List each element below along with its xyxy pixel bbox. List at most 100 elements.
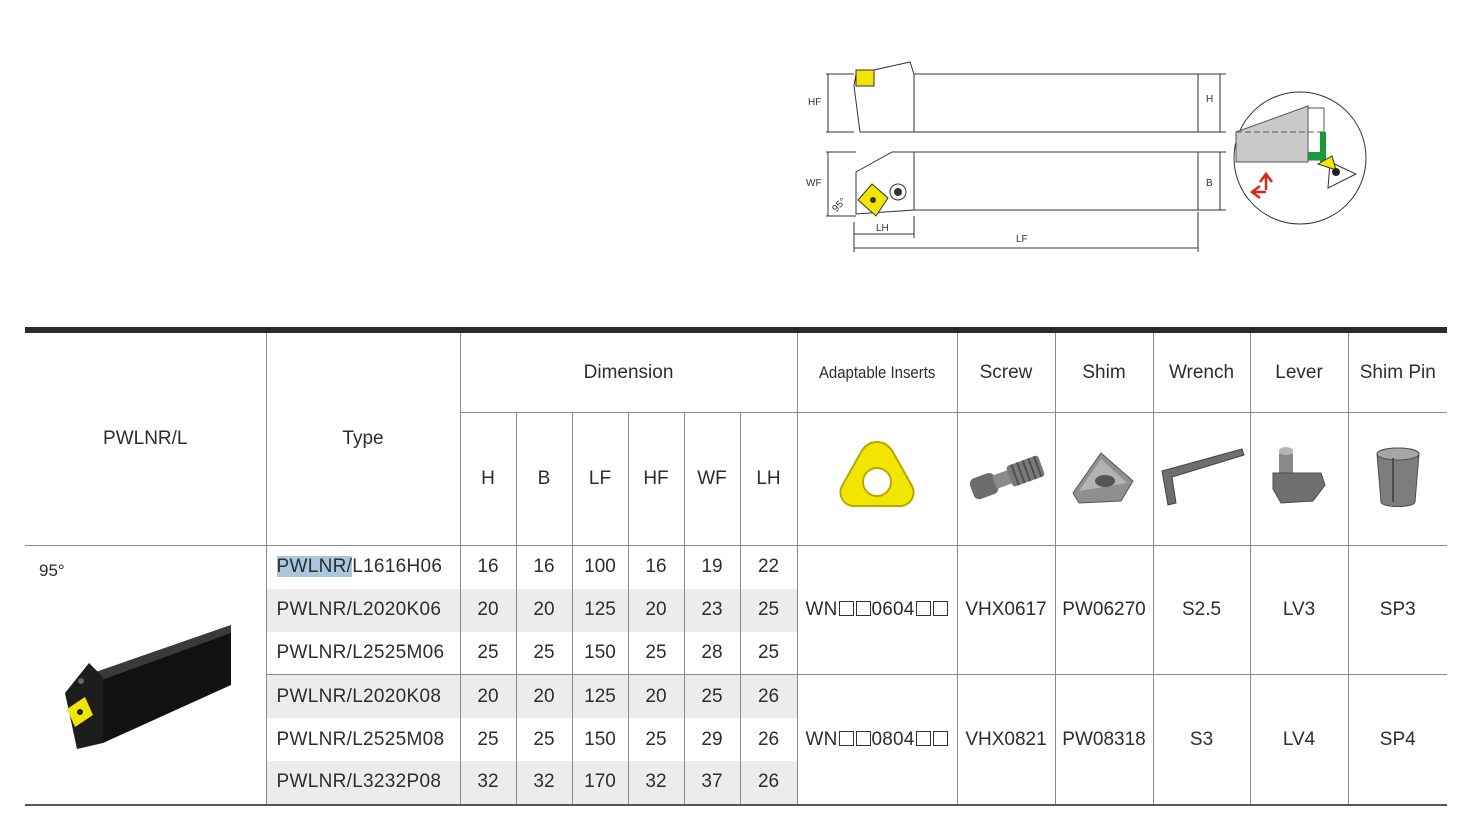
placeholder-box [855, 601, 871, 617]
lever-cell: LV3 [1249, 545, 1349, 676]
shim-image-cell [1054, 412, 1154, 546]
placeholder-box [932, 730, 948, 746]
wrench-cell: S2.5 [1152, 545, 1251, 676]
type-cell: PWLNR/L2525M06 [266, 631, 461, 676]
screw-header: Screw [956, 330, 1056, 413]
shim-header: Shim [1054, 330, 1154, 413]
series-image-cell: 95° [25, 545, 267, 805]
cell-h: 25 [459, 631, 517, 676]
insert-hole-icon [870, 197, 876, 203]
cell-lh: 26 [739, 674, 798, 719]
placeholder-box [855, 730, 871, 746]
screw-cell: VHX0617 [956, 545, 1056, 676]
table-row: PWLNR/L3232P08 32 32 170 32 37 26 [25, 760, 1447, 805]
angle-label: 95° [830, 196, 848, 214]
lh-label: LH [876, 223, 889, 234]
lever-image-cell [1249, 412, 1349, 546]
spec-table: PWLNR/L Type Dimension Adaptable Inserts… [25, 327, 1448, 806]
cell-hf: 25 [627, 718, 685, 761]
lf-label: LF [1016, 234, 1028, 245]
cell-lh: 25 [739, 631, 798, 676]
placeholder-box [915, 601, 931, 617]
shim-icon [1072, 452, 1134, 504]
h-label: H [1206, 94, 1213, 105]
shim-cell: PW08318 [1054, 674, 1154, 805]
cell-h: 20 [459, 588, 517, 632]
cell-hf: 20 [627, 588, 685, 632]
cell-lh: 26 [739, 718, 798, 761]
cell-hf: 16 [627, 545, 685, 589]
placeholder-box [932, 601, 948, 617]
lever-header: Lever [1249, 330, 1349, 413]
holder-image [65, 624, 231, 749]
cell-hf: 25 [627, 631, 685, 676]
table-row: PWLNR/L2525M06 25 25 150 25 28 25 [25, 631, 1447, 676]
cell-wf: 29 [683, 718, 741, 761]
wrench-cell: S3 [1152, 674, 1251, 805]
cell-b: 16 [515, 545, 573, 589]
dimension-header: Dimension [459, 330, 798, 413]
angle-text: 95° [39, 560, 65, 580]
hf-label: HF [808, 97, 821, 108]
inserts-header: Adaptable Inserts [796, 330, 958, 413]
holder-dimension-diagram: HF H WF B LH LF 95° [806, 61, 1367, 252]
placeholder-box [915, 730, 931, 746]
type-header: Type [265, 330, 461, 546]
cell-b: 25 [515, 631, 573, 676]
shim-pin-icon [1376, 447, 1420, 507]
dim-col-lf: LF [571, 412, 629, 546]
shim-pin-cell: SP4 [1347, 674, 1448, 805]
b-label: B [1206, 178, 1213, 189]
cell-h: 25 [459, 718, 517, 761]
shim-pin-cell: SP3 [1347, 545, 1448, 676]
lever-cell: LV4 [1249, 674, 1349, 805]
detail-view [1233, 91, 1367, 225]
cell-lf: 100 [571, 545, 629, 589]
wf-label: WF [806, 178, 822, 189]
type-cell: PWLNR/L1616H06 [265, 545, 461, 589]
side-view [826, 61, 1226, 133]
placeholder-box [838, 601, 854, 617]
placeholder-box [838, 730, 854, 746]
cell-hf: 20 [627, 674, 685, 719]
insert-icon [839, 440, 915, 507]
cell-lf: 125 [571, 588, 629, 632]
screw-image-cell [956, 412, 1056, 546]
table-row: PWLNR/L2020K06 20 20 125 20 23 25 [25, 588, 1447, 632]
shim-pin-image-cell [1347, 412, 1448, 546]
shim-pin-header: Shim Pin [1347, 330, 1448, 413]
cell-lh: 25 [739, 588, 798, 632]
cell-h: 20 [459, 674, 517, 719]
type-cell: PWLNR/L2020K08 [266, 674, 461, 719]
cell-b: 32 [515, 760, 573, 805]
cell-wf: 19 [683, 545, 741, 589]
cell-wf: 37 [683, 760, 741, 805]
table-row: PWLNR/L2525M08 25 25 150 25 29 26 [25, 718, 1447, 761]
cell-lf: 150 [571, 631, 629, 676]
cell-wf: 28 [683, 631, 741, 676]
cell-lh: 22 [739, 545, 798, 589]
cell-hf: 32 [627, 760, 685, 805]
wrench-image-cell [1152, 412, 1251, 546]
top-view [826, 151, 1226, 252]
type-cell: PWLNR/L2020K06 [266, 588, 461, 632]
technical-drawing: HF H WF B LH LF 95° [796, 52, 1386, 262]
cell-lf: 170 [571, 760, 629, 805]
cell-wf: 23 [683, 588, 741, 632]
cell-b: 20 [515, 674, 573, 719]
cell-b: 20 [515, 588, 573, 632]
wrench-header: Wrench [1152, 330, 1251, 413]
dim-col-lh: LH [739, 412, 798, 546]
cell-lf: 150 [571, 718, 629, 761]
type-cell: PWLNR/L3232P08 [266, 760, 461, 805]
dim-col-wf: WF [683, 412, 741, 546]
cell-h: 32 [459, 760, 517, 805]
dim-col-hf: HF [627, 412, 685, 546]
screw-cell: VHX0821 [956, 674, 1056, 805]
cell-lh: 26 [739, 760, 798, 805]
table-row: 95° PWLNR/L1616H06 16 16 100 16 19 22 WN… [25, 545, 1448, 805]
cell-wf: 25 [683, 674, 741, 719]
